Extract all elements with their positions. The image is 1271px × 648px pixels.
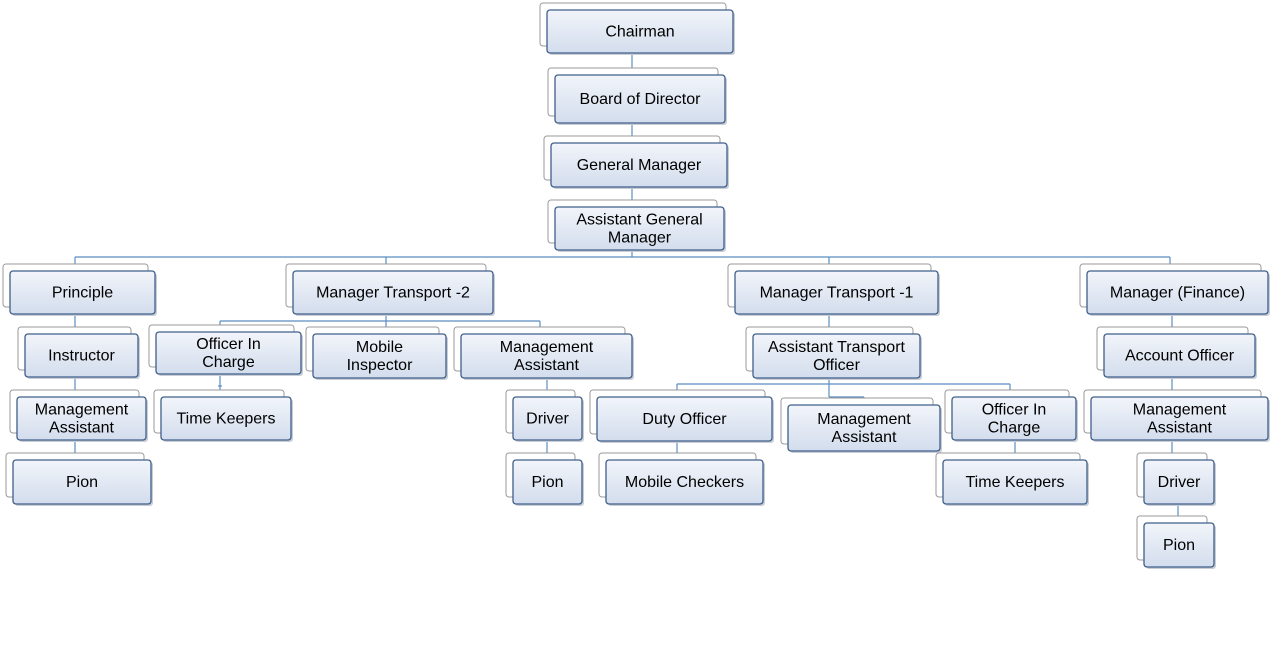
node-pion-fin: Pion — [1136, 515, 1216, 569]
node-box — [24, 333, 139, 378]
node-box — [942, 459, 1088, 505]
node-box — [1143, 459, 1215, 505]
node-label: Manager Transport -1 — [760, 285, 914, 302]
node-box — [734, 270, 939, 315]
node-box — [312, 333, 447, 379]
node-label: Inspector — [347, 357, 413, 374]
node-label: Assistant Transport — [768, 339, 906, 356]
node-mfin: Manager (Finance) — [1079, 263, 1270, 316]
node-principle: Principle — [2, 263, 157, 316]
node-time-mt1: Time Keepers — [935, 452, 1089, 506]
node-label: Management — [817, 411, 911, 428]
node-box — [1103, 333, 1256, 378]
node-box — [292, 270, 494, 315]
node-label: Duty Officer — [642, 411, 727, 428]
node-mt2: Manager Transport -2 — [285, 263, 495, 316]
node-label: Officer — [813, 357, 861, 374]
node-label: Management — [35, 402, 129, 419]
node-box — [460, 333, 633, 379]
node-label: Management — [500, 339, 594, 356]
node-label: Driver — [1158, 474, 1201, 491]
node-box — [554, 206, 725, 251]
node-label: Account Officer — [1125, 348, 1235, 365]
node-label: Driver — [526, 411, 569, 428]
node-mobile-checkers: Mobile Checkers — [598, 452, 765, 506]
node-box — [9, 270, 156, 315]
node-pion-principle: Pion — [5, 452, 153, 506]
node-label: Mobile — [356, 339, 403, 356]
node-box — [1143, 522, 1215, 568]
node-box — [596, 396, 773, 442]
node-label: Assistant General — [576, 212, 702, 229]
node-box — [1090, 396, 1269, 441]
node-label: Principle — [52, 285, 113, 302]
node-box — [787, 404, 941, 452]
node-time-mt2: Time Keepers — [153, 389, 293, 442]
node-box — [951, 396, 1077, 441]
node-pion-mt2: Pion — [505, 452, 584, 506]
node-chairman: Chairman — [539, 2, 735, 55]
node-box — [752, 333, 921, 379]
node-label: Pion — [66, 474, 98, 491]
node-label: Mobile Checkers — [625, 474, 744, 491]
node-mt1: Manager Transport -1 — [727, 263, 940, 316]
node-label: Instructor — [48, 348, 115, 365]
node-driver-fin: Driver — [1136, 452, 1216, 506]
node-label: Time Keepers — [177, 411, 276, 428]
node-label: Board of Director — [580, 91, 702, 108]
node-label: Manager Transport -2 — [316, 285, 470, 302]
node-label: Charge — [988, 420, 1041, 437]
node-box — [12, 459, 152, 505]
node-label: Pion — [1163, 537, 1195, 554]
node-duty-officer: Duty Officer — [589, 389, 774, 443]
node-label: Assistant — [1147, 420, 1212, 437]
node-box — [550, 142, 728, 188]
node-box — [554, 74, 726, 124]
node-account-officer: Account Officer — [1096, 326, 1257, 379]
node-box — [546, 9, 734, 54]
node-label: Officer In — [196, 336, 261, 353]
node-driver-mt2: Driver — [505, 389, 584, 442]
node-label: Pion — [531, 474, 563, 491]
node-box — [1086, 270, 1269, 315]
node-board: Board of Director — [547, 67, 727, 125]
node-label: Charge — [202, 354, 255, 371]
node-box — [512, 459, 583, 505]
node-label: Chairman — [605, 24, 674, 41]
node-label: General Manager — [577, 157, 702, 174]
node-label: Management — [1133, 402, 1227, 419]
node-label: Manager (Finance) — [1110, 285, 1245, 302]
node-label: Assistant — [514, 357, 579, 374]
node-box — [512, 396, 583, 441]
node-label: Assistant — [49, 420, 114, 437]
node-box — [605, 459, 764, 505]
node-gm: General Manager — [543, 135, 729, 189]
node-label: Manager — [608, 230, 672, 247]
node-instructor: Instructor — [17, 326, 140, 379]
node-box — [160, 396, 292, 441]
node-label: Officer In — [982, 402, 1047, 419]
node-box — [155, 331, 302, 375]
node-box — [16, 396, 147, 441]
node-label: Time Keepers — [966, 474, 1065, 491]
node-label: Assistant — [832, 429, 897, 446]
